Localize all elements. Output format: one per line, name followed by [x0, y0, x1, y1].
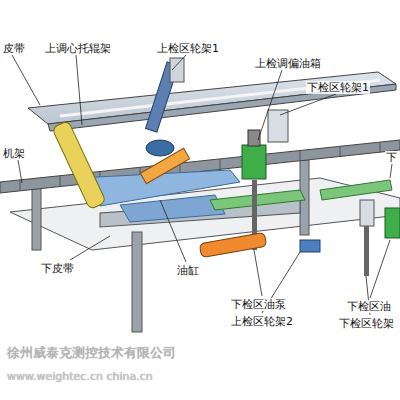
- wheel-frame: [146, 140, 174, 156]
- oil-tank: [242, 145, 266, 179]
- part-label: 油缸: [176, 264, 200, 277]
- green-beam: [320, 180, 392, 200]
- lower-frame: [120, 195, 225, 222]
- frame-leg: [132, 232, 142, 332]
- part-label: 下检区油泵: [230, 298, 287, 311]
- idler-roller: [52, 120, 106, 209]
- frame-leg: [32, 180, 41, 250]
- wheel: [360, 200, 374, 226]
- part-label: 上调心托辊架: [44, 42, 112, 55]
- post: [364, 226, 369, 276]
- part-label: 机架: [2, 147, 26, 160]
- upper-belt: [28, 72, 396, 124]
- part-label: 上检区轮架1: [156, 42, 220, 55]
- part-label: 上检区轮架2: [230, 315, 294, 328]
- part-label: 下: [385, 151, 398, 164]
- green-beam: [210, 190, 305, 210]
- part-label: 下皮带: [40, 262, 75, 275]
- lower-belt: [10, 178, 400, 250]
- leader-lines: [12, 55, 392, 315]
- wheel: [268, 110, 288, 142]
- oil-pump: [385, 208, 400, 238]
- part-label: 皮带: [2, 42, 26, 55]
- watermark: 徐州威泰克测控技术有限公司: [6, 346, 177, 359]
- pump-motor: [248, 130, 260, 146]
- watermark: www.weightec.cn china.cn: [6, 370, 154, 383]
- part-label: 下检区轮架1: [306, 81, 370, 94]
- part-label: 下检区轮架: [338, 317, 395, 330]
- wheel-frame-2: [300, 240, 320, 252]
- part-label: 上检调偏油箱: [254, 57, 322, 70]
- part-label: 下检区油: [346, 300, 392, 313]
- oil-cylinder: [199, 232, 266, 257]
